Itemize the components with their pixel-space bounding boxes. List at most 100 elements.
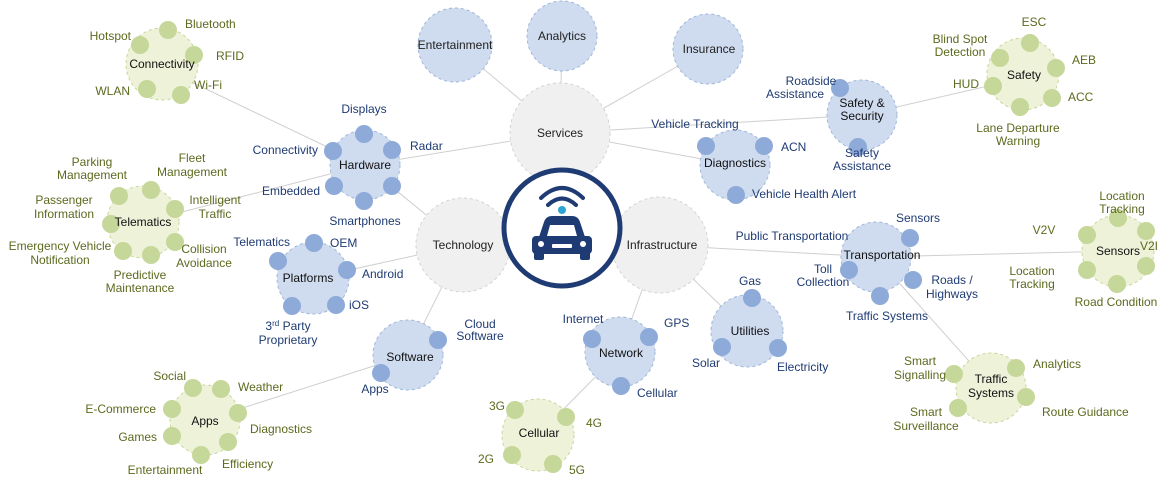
cluster-software: Software Cloud Software Apps — [361, 317, 504, 396]
apps-ecommerce: E-Commerce — [85, 402, 156, 416]
cluster-apps: Apps Social Weather E-Commerce Diagnosti… — [85, 369, 312, 477]
network-gps: GPS — [664, 316, 689, 330]
apps-social: Social — [153, 369, 186, 383]
technology-label: Technology — [433, 238, 494, 252]
connectivity-wlan: WLAN — [95, 84, 130, 98]
transportation-traffic-systems: Traffic Systems — [846, 309, 928, 323]
cluster-diagnostics: Diagnostics Vehicle Tracking ACN Vehicle… — [651, 117, 857, 204]
cellular-3g: 3G — [489, 399, 505, 413]
safety-lane-line2: Warning — [996, 134, 1040, 148]
infrastructure-label: Infrastructure — [627, 238, 698, 252]
safety-security-roadside-line1: Roadside — [786, 74, 837, 88]
platforms-third-party: 3rd Party — [265, 319, 310, 333]
cluster-telematics: Telematics Parking Management Fleet Mana… — [9, 151, 242, 295]
telematics-passenger-line2: Information — [34, 207, 94, 221]
primary-node-infrastructure: Infrastructure — [611, 196, 709, 294]
node-analytics: Analytics — [526, 0, 598, 72]
diagnostics-title: Diagnostics — [704, 156, 766, 170]
telematics-intelligent-line2: Traffic — [199, 207, 232, 221]
telematics-title: Telematics — [115, 215, 172, 229]
node-entertainment: Entertainment — [417, 7, 493, 83]
platforms-proprietary: Proprietary — [259, 333, 318, 347]
safety-esc: ESC — [1022, 15, 1047, 29]
transportation-toll-line1: Toll — [814, 262, 832, 276]
entertainment-label: Entertainment — [418, 38, 493, 52]
connectivity-wifi: Wi-Fi — [194, 78, 222, 92]
telematics-fleet-line1: Fleet — [179, 151, 206, 165]
primary-node-technology: Technology — [415, 197, 511, 293]
safety-blind-line2: Detection — [935, 45, 986, 59]
services-label: Services — [537, 126, 583, 140]
diagnostics-acn: ACN — [781, 140, 806, 154]
telematics-fleet-line2: Management — [157, 165, 228, 179]
telematics-parking-line1: Parking — [72, 155, 113, 169]
traffic-systems-analytics: Analytics — [1033, 357, 1081, 371]
telematics-collision-line2: Avoidance — [176, 256, 232, 270]
utilities-solar: Solar — [692, 356, 720, 370]
safety-acc: ACC — [1068, 90, 1094, 104]
hardware-embedded: Embedded — [262, 184, 320, 198]
cluster-utilities: Utilities Gas Solar Electricity — [692, 274, 828, 374]
safety-security-safety-line2: Assistance — [833, 159, 891, 173]
diagnostics-vehicle-tracking: Vehicle Tracking — [651, 117, 738, 131]
telematics-predictive-line2: Maintenance — [106, 281, 175, 295]
safety-aeb: AEB — [1072, 53, 1096, 67]
hardware-smartphones: Smartphones — [329, 214, 400, 228]
safety-security-title-line2: Security — [840, 109, 883, 123]
cluster-hardware: Hardware Displays Connectivity Radar Emb… — [253, 102, 443, 228]
cluster-platforms: Platforms Telematics OEM Android iOS 3rd… — [233, 234, 403, 347]
sensors-location-tracking-2-line1: Location — [1009, 264, 1054, 278]
traffic-systems-smart-surveillance-line1: Smart — [910, 405, 943, 419]
apps-efficiency: Efficiency — [222, 457, 273, 471]
safety-lane-line1: Lane Departure — [976, 121, 1060, 135]
cluster-connectivity: Connectivity Hotspot Bluetooth RFID WLAN… — [90, 17, 244, 104]
apps-weather: Weather — [238, 380, 283, 394]
transportation-sensors: Sensors — [896, 211, 940, 225]
cluster-safety-security: Safety & Security Roadside Assistance Sa… — [766, 74, 898, 173]
traffic-systems-title-line2: Systems — [968, 386, 1014, 400]
connectivity-title: Connectivity — [129, 57, 194, 71]
center-connected-car — [501, 167, 623, 289]
node-insurance: Insurance — [672, 13, 744, 85]
telematics-collision-line1: Collision — [181, 242, 226, 256]
sensors-location-tracking-1-line2: Tracking — [1099, 202, 1145, 216]
traffic-systems-smart-surveillance-line2: Surveillance — [893, 419, 959, 433]
cluster-network: Network Internet GPS Cellular — [563, 312, 690, 400]
telematics-parking-line2: Management — [57, 168, 128, 182]
sensors-v2i: V2I — [1140, 239, 1158, 253]
cluster-cellular: Cellular 3G 4G 2G 5G — [478, 398, 602, 477]
platforms-android: Android — [362, 267, 403, 281]
cluster-safety: Safety ESC Blind Spot Detection AEB HUD … — [933, 15, 1096, 148]
transportation-title: Transportation — [844, 248, 921, 262]
connectivity-bluetooth: Bluetooth — [185, 17, 236, 31]
cellular-5g: 5G — [569, 463, 585, 477]
apps-title: Apps — [191, 414, 218, 428]
cluster-transportation: Transportation Sensors Public Transporta… — [736, 211, 978, 323]
utilities-title: Utilities — [731, 324, 770, 338]
platforms-ios: iOS — [349, 298, 369, 312]
utilities-gas: Gas — [739, 274, 761, 288]
sensors-location-tracking-1-line1: Location — [1099, 189, 1144, 203]
platforms-telematics: Telematics — [233, 235, 290, 249]
hardware-connectivity: Connectivity — [253, 143, 318, 157]
telematics-passenger-line1: Passenger — [35, 193, 92, 207]
safety-security-title-line1: Safety & — [839, 96, 884, 110]
cluster-sensors: Sensors Location Tracking V2V V2I Locati… — [1009, 189, 1158, 309]
software-cloud-line2: Software — [456, 329, 504, 343]
platforms-title: Platforms — [283, 271, 334, 285]
software-title: Software — [386, 350, 434, 364]
safety-security-safety-line1: Safety — [845, 146, 879, 160]
safety-title: Safety — [1007, 68, 1041, 82]
diagnostics-health-alert: Vehicle Health Alert — [752, 187, 857, 201]
telematics-predictive-line1: Predictive — [114, 268, 167, 282]
cluster-traffic-systems: Traffic Systems Smart Signalling Analyti… — [893, 352, 1129, 433]
network-title: Network — [599, 346, 644, 360]
sensors-title: Sensors — [1096, 244, 1140, 258]
apps-games: Games — [118, 430, 157, 444]
transportation-roads-line1: Roads / — [931, 273, 973, 287]
cellular-4g: 4G — [586, 416, 602, 430]
safety-blind-line1: Blind Spot — [933, 32, 988, 46]
sensors-v2v: V2V — [1033, 223, 1056, 237]
analytics-label: Analytics — [538, 29, 586, 43]
hardware-displays: Displays — [341, 102, 386, 116]
